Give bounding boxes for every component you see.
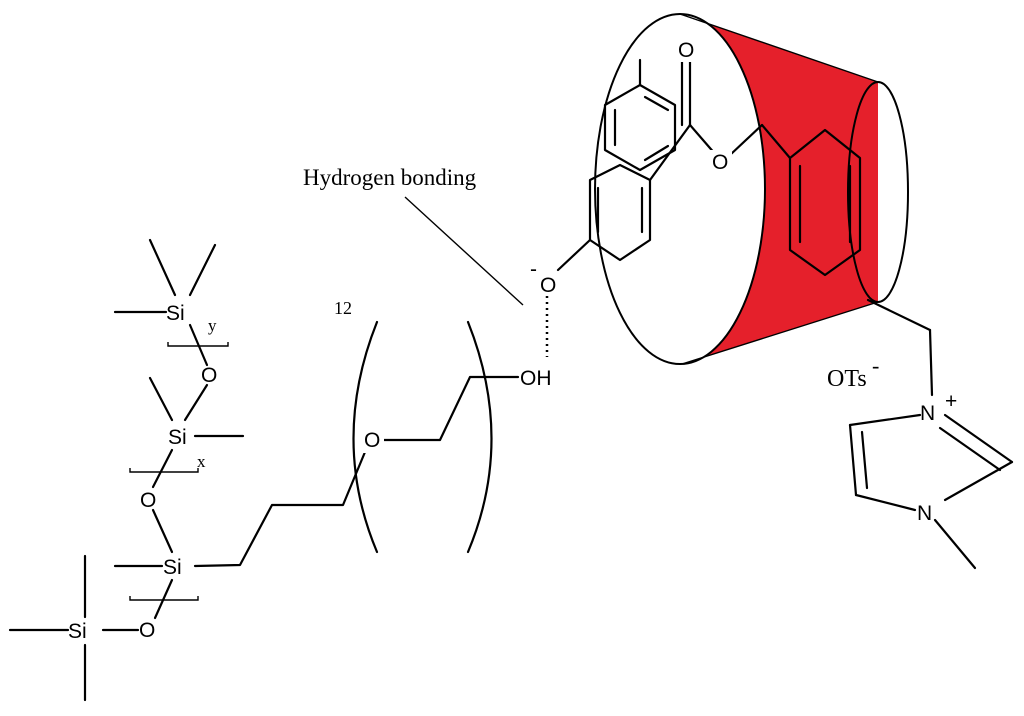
repeat-subscript-y: y <box>208 316 217 335</box>
repeat-subscript-x: x <box>197 452 206 471</box>
cone-wide-rim <box>594 13 766 365</box>
hydrogen-bonding-label: Hydrogen bonding <box>303 165 477 190</box>
si-label-lower: Si <box>163 556 182 579</box>
counter-ion-label: OTs <box>827 366 867 392</box>
guest-molecule <box>556 58 862 277</box>
imidazolium-linker <box>866 298 934 397</box>
carbonyl-oxygen-label: O <box>678 39 694 62</box>
imidazolium-n-methyl-label: N <box>917 502 932 525</box>
annotations: Hydrogen bonding 12 y x OTs - <box>197 165 879 471</box>
o-label-middle: O <box>140 489 156 512</box>
ether-oxygen-label: O <box>364 429 380 452</box>
hydrogen-bonding-callout <box>404 196 549 357</box>
o-label-lower: O <box>139 619 155 642</box>
cone-narrow-rim-back <box>847 81 879 303</box>
phenoxide-charge-label: - <box>530 258 537 281</box>
peg-chain <box>193 320 520 568</box>
repeat-bracket-right <box>466 320 493 554</box>
si-label-top: Si <box>166 302 185 325</box>
repeat-bracket-left <box>352 320 379 554</box>
siloxane-backbone <box>8 238 245 702</box>
ester-oxygen-label: O <box>712 151 728 174</box>
counter-ion-charge: - <box>872 353 879 378</box>
hydroxyl-label: OH <box>520 367 552 390</box>
imidazolium-n-plus-label: N <box>920 402 935 425</box>
imidazolium-plus-charge-label: + <box>945 390 957 413</box>
cone-narrow-rim-front <box>877 81 909 303</box>
o-label-top: O <box>201 364 217 387</box>
repeat-count-label: 12 <box>334 298 352 318</box>
phenoxide-oxygen-label: O <box>540 274 556 297</box>
imidazolium-ring <box>848 413 1014 570</box>
si-label-terminal: Si <box>68 620 87 643</box>
atom-labels: O O O - OH O N + N Si O Si O Si O Si <box>68 38 957 643</box>
si-label-middle: Si <box>168 426 187 449</box>
